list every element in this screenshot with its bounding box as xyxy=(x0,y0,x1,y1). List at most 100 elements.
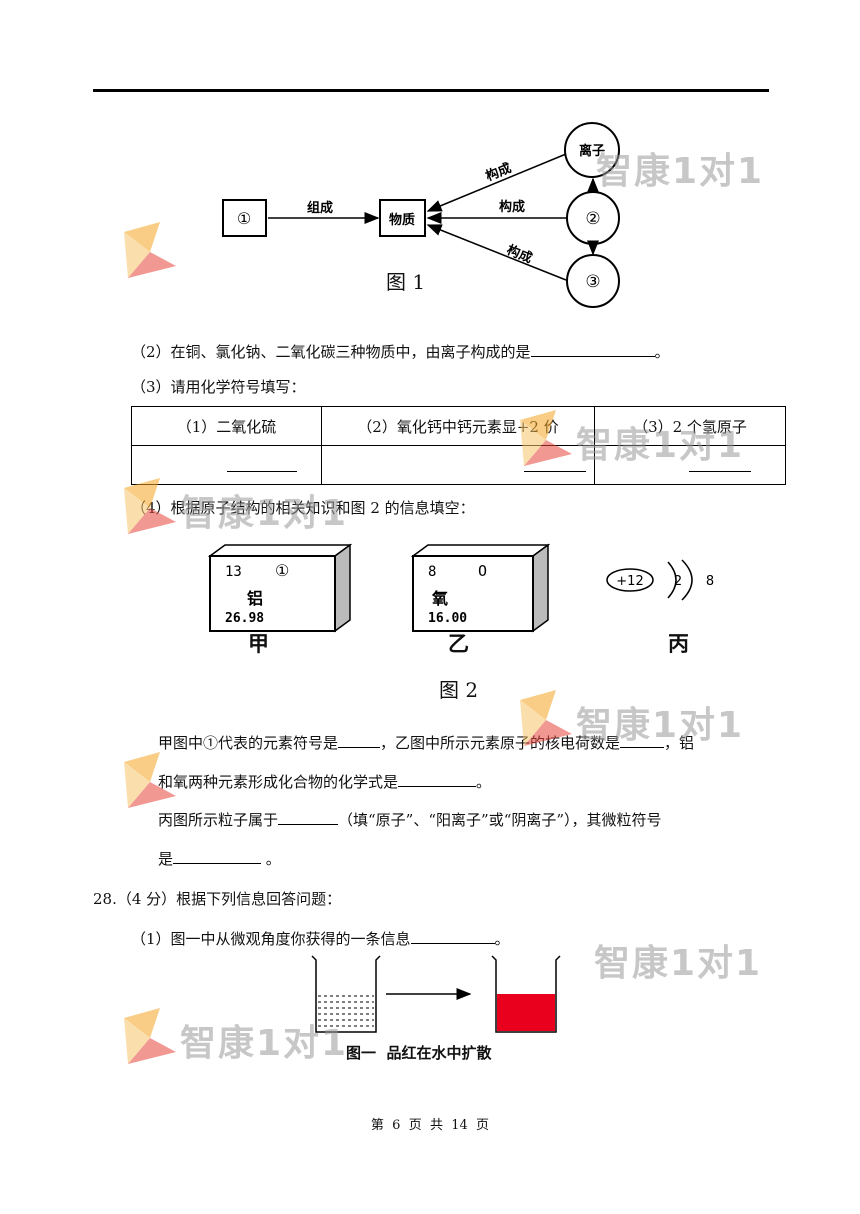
q4-line-1-b: ，乙图中所示元素原子的核电荷数是 xyxy=(380,734,621,752)
table-answer-cell[interactable] xyxy=(594,445,786,485)
watermark-logo-icon xyxy=(124,752,176,808)
element-card-aluminum: 13 ① 铝 26.98 xyxy=(207,543,353,633)
oxygen-mass: 16.00 xyxy=(428,611,467,626)
box-matter-label: 物质 xyxy=(389,212,415,228)
watermark xyxy=(124,752,204,812)
watermark-text: 智康1对1 xyxy=(180,493,349,534)
label-yi: 乙 xyxy=(448,632,469,656)
question-28-title: 28.（4 分）根据下列信息回答问题： xyxy=(93,890,342,908)
watermark: 智康1对1 xyxy=(124,1008,384,1068)
watermark-logo-icon xyxy=(124,1008,176,1064)
oxygen-symbol: O xyxy=(478,562,487,580)
nucleus xyxy=(606,568,654,592)
table-answer-cell[interactable] xyxy=(321,445,595,485)
q4-line-1-a: 甲图中①代表的元素符号是 xyxy=(158,734,339,752)
table-row xyxy=(131,445,786,485)
q4-line-2-a: 和氧两种元素形成化合物的化学式是 xyxy=(158,773,399,791)
watermark: 智康1对1 xyxy=(594,928,760,988)
q4-line-4-b: 。 xyxy=(261,850,281,868)
atom-structure-diagram: +12 2 8 xyxy=(606,559,714,601)
oxygen-name: 氧 xyxy=(431,589,448,608)
circle-two: ② xyxy=(566,191,620,245)
shell-1-electrons: 2 xyxy=(674,574,682,589)
arrow-compose: 组成 xyxy=(268,200,380,224)
q4-line-4-a: 是 xyxy=(158,850,174,868)
arrow-compose-label: 组成 xyxy=(307,200,333,216)
q4-line-3: 丙图所示粒子属于 （填“原子”、“阳离子”或“阴离子”），其微粒符号 xyxy=(158,808,662,830)
question-28-sub-1: （1）图一中从微观角度你获得的一条信息 。 xyxy=(131,927,510,949)
figure-one-caption: 图一 品红在水中扩散 xyxy=(346,1044,492,1062)
circle-ion: 离子 xyxy=(564,122,620,178)
table-header-cell: （3）2 个氢原子 xyxy=(594,406,786,446)
watermark: 智康1对1 xyxy=(520,410,780,470)
table-header-cell: （1）二氧化硫 xyxy=(131,406,322,446)
question-28-sub-1-text: （1）图一中从微观角度你获得的一条信息 xyxy=(131,930,411,948)
q4-line-3-b: （填“原子”、“阳离子”或“阴离子”），其微粒符号 xyxy=(338,811,662,829)
nucleus-charge: +12 xyxy=(616,574,643,589)
q4-line-4: 是 。 xyxy=(158,847,281,869)
question-2: （2）在铜、氯化钠、二氧化碳三种物质中，由离子构成的是 。 xyxy=(131,340,670,362)
watermark-text: 智康1对1 xyxy=(180,1023,349,1064)
page-footer: 第 6 页 共 14 页 xyxy=(370,1118,490,1133)
q4-line-3-a: 丙图所示粒子属于 xyxy=(158,811,279,829)
answer-blank-q28-1[interactable] xyxy=(410,927,495,944)
label-jia: 甲 xyxy=(248,632,269,656)
question-2-end: 。 xyxy=(654,343,670,361)
header-rule xyxy=(93,89,769,92)
answer-blank-q2[interactable] xyxy=(530,340,655,357)
electron-shell-2 xyxy=(681,559,693,601)
figure-1-caption: 图 1 xyxy=(386,270,426,294)
label-bing: 丙 xyxy=(668,632,689,656)
element-card-oxygen: 8 O 氧 16.00 xyxy=(410,543,551,633)
answer-blank-particle-symbol[interactable] xyxy=(173,847,262,864)
q4-line-1: 甲图中①代表的元素符号是 ，乙图中所示元素原子的核电荷数是 ，铝 xyxy=(158,731,694,753)
watermark xyxy=(124,222,384,282)
label-construct-1: 构成 xyxy=(483,160,513,185)
answer-blank-charge[interactable] xyxy=(620,731,665,748)
beaker-after xyxy=(491,955,561,1033)
label-construct-3: 构成 xyxy=(504,242,534,267)
box-element-label: ① xyxy=(237,209,251,228)
question-3: （3）请用化学符号填写： xyxy=(131,378,306,396)
watermark-text: 智康1对1 xyxy=(576,705,745,746)
watermark: 智康1对1 xyxy=(596,136,762,196)
answer-blank-particle-type[interactable] xyxy=(278,808,339,825)
shell-2-electrons: 8 xyxy=(706,574,714,589)
figure-2-caption: 图 2 xyxy=(439,678,479,702)
question-4: （4）根据原子结构的相关知识和图 2 的信息填空： xyxy=(131,499,475,517)
question-2-text: （2）在铜、氯化钠、二氧化碳三种物质中，由离子构成的是 xyxy=(131,343,531,361)
circle-three: ③ xyxy=(566,254,620,308)
watermark-text: 智康1对1 xyxy=(596,151,765,192)
label-construct-2: 构成 xyxy=(499,199,525,215)
beaker-before xyxy=(311,955,381,1033)
figure-1-diagram: ① 物质 组成 离子 ② ③ 构成 构成 构成 xyxy=(222,122,620,308)
q4-line-2: 和氧两种元素形成化合物的化学式是 。 xyxy=(158,770,491,792)
q4-line-1-c: ，铝 xyxy=(664,734,695,752)
aluminum-name: 铝 xyxy=(247,589,263,608)
electron-shell-1 xyxy=(667,561,677,599)
watermark-logo-icon xyxy=(520,410,572,466)
watermark-logo-icon xyxy=(124,222,176,278)
oxygen-number: 8 xyxy=(428,564,436,580)
watermark: 智康1对1 xyxy=(124,478,384,538)
diffusion-diagram xyxy=(311,955,561,1033)
table-answer-cell[interactable] xyxy=(131,445,322,485)
aluminum-mass: 26.98 xyxy=(225,611,264,626)
table-row: （1）二氧化硫 （2）氧化钙中钙元素显+2 价 （3）2 个氢原子 xyxy=(131,406,786,446)
q4-line-2-b: 。 xyxy=(476,773,492,791)
box-matter: 物质 xyxy=(379,199,426,237)
watermark-text: 智康1对1 xyxy=(594,943,763,984)
arrow-three-to-matter xyxy=(426,224,567,281)
answer-blank-symbol[interactable] xyxy=(338,731,381,748)
question-28-sub-1-end: 。 xyxy=(494,930,510,948)
watermark-text: 智康1对1 xyxy=(576,425,745,466)
answer-blank-formula[interactable] xyxy=(398,770,477,787)
watermark-logo-icon xyxy=(520,690,572,746)
aluminum-symbol: ① xyxy=(275,561,289,580)
aluminum-number: 13 xyxy=(225,564,242,580)
box-element: ① xyxy=(222,199,267,237)
circle-ion-label: 离子 xyxy=(579,143,605,159)
watermark-logo-icon xyxy=(124,478,176,534)
arrow-ion-to-matter xyxy=(426,153,567,212)
circle-two-label: ② xyxy=(585,209,600,229)
